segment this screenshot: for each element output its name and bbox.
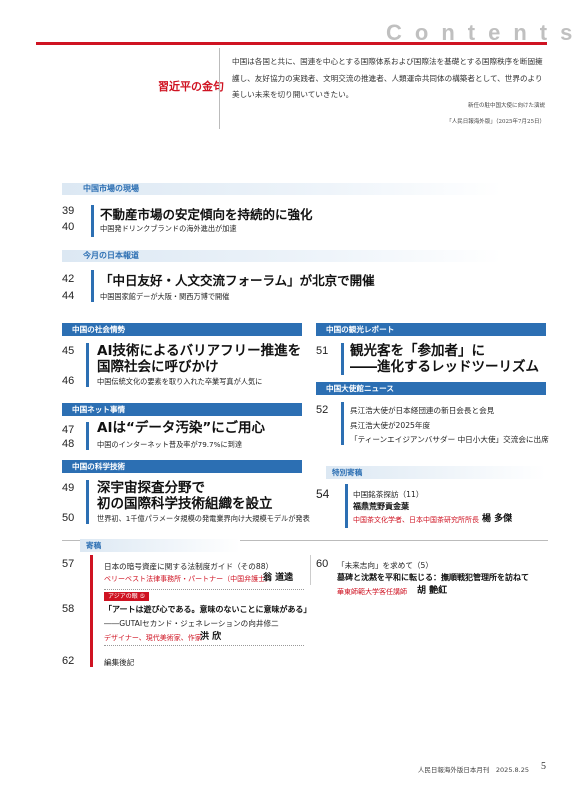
article-title[interactable]: AIは“データ汚染”にご用心 [97,420,265,436]
author-role: ベリーベスト法律事務所・パートナー（中国弁護士） [104,575,273,583]
page-number: 46 [62,375,75,387]
item-bar [91,205,94,237]
footer-publication: 人民日報海外版日本月刊 2025.8.25 [417,766,529,774]
quote-label: 習近平の金句 [158,80,224,93]
page-number: 44 [62,290,75,302]
section-label-science: 中国の科学技術 [62,460,302,473]
article-title[interactable]: 中国銘茶探訪（11） [353,490,424,499]
article-title-line2[interactable]: ――進化するレッドツーリズム [350,359,539,375]
page-number: 58 [62,603,75,615]
item-bar [86,422,89,450]
article-title-line2[interactable]: 墓碑と沈黙を平和に転じる：撫順戦犯管理所を訪ねて [337,573,529,582]
section-divider [62,540,548,541]
quote-source-1: 新任の駐中国大使に向けた演説 [467,103,545,109]
item-bar [86,343,89,387]
article-title[interactable]: 不動産市場の安定傾向を持続的に強化 [100,207,313,222]
column-divider [310,555,311,585]
page-number: 60 [316,558,329,570]
item-bar [86,480,89,524]
page-number: 39 [62,205,75,217]
author-role: 華東師範大学客任講師 [337,588,407,596]
article-title[interactable]: AI技術によるバリアフリー推進を [97,343,302,359]
section-bar-market [62,183,502,195]
section-label-japan: 今月の日本報道 [83,251,139,260]
page-number: 49 [62,482,75,494]
header-rule [36,42,547,45]
page-number: 57 [62,558,75,570]
page-number: 40 [62,221,75,233]
series-tag: アジアの眼 ⑤ [104,592,150,601]
item-bar [341,343,344,375]
article-title[interactable]: 日本の暗号資産に関する法制度ガイド（その88） [104,562,274,571]
article-title-line3[interactable]: 「ティーンエイジアンバサダー 中日小大使」交流会に出席 [350,435,549,444]
article-title[interactable]: 中国のインターネット普及率が79.7%に到達 [97,440,243,449]
page-number: 54 [316,487,330,501]
article-title-line2[interactable]: 呉江浩大使が2025年度 [350,421,431,430]
article-title[interactable]: 深宇宙探査分野で [97,480,205,496]
article-title-line2[interactable]: 初の国際科学技術組織を設立 [97,496,273,512]
section-label-society: 中国の社会情勢 [62,323,302,336]
quote-box [219,48,549,129]
item-bar [91,270,94,302]
article-title[interactable]: 「未来志向」を求めて（5） [337,561,433,570]
article-title[interactable]: 中国国家館デーが大阪・関西万博で開催 [100,292,230,301]
item-bar [341,402,344,445]
section-label-special: 特別寄稿 [326,466,546,479]
author-name: 洪 欣 [200,632,222,642]
page-number: 45 [62,345,75,357]
contents-title: Contents [386,20,581,45]
section-label-embassy: 中国大使館ニュース [316,382,546,395]
article-title[interactable]: 中国伝統文化の要素を取り入れた卒業写真が人気に [97,377,263,386]
section-label-net: 中国ネット事情 [62,403,302,416]
author-role: 中国茶文化学者、日本中国茶研究所所長 [353,516,479,524]
page-number: 47 [62,424,75,436]
item-separator [104,589,304,590]
section-label-tourism: 中国の観光レポート [316,323,546,336]
article-title[interactable]: 「中日友好・人文交流フォーラム」が北京で開催 [100,273,375,288]
author-name: 翁 道逵 [263,573,294,583]
page-number: 52 [316,404,329,416]
author-role: デザイナー、現代美術家、作家 [104,634,202,642]
article-title-line2[interactable]: ――GUTAIセカンド・ジェネレーションの向井修二 [104,619,279,628]
article-title[interactable]: 世界初、1千億パラメータ規模の発電業界向け大規模モデルが発表 [97,514,310,523]
article-title-line2[interactable]: 国際社会に呼びかけ [97,359,219,375]
page-number: 62 [62,655,75,667]
article-title[interactable]: 編集後記 [104,658,135,667]
quote-source-2: 「人民日報海外版」（2025年7月25日） [446,119,545,125]
contrib-bar [90,555,93,667]
article-title[interactable]: 観光客を「参加者」に [350,343,485,359]
page-number: 48 [62,438,75,450]
item-separator [104,645,304,646]
article-title[interactable]: 呉江浩大使が日本経団連の新日会長と会見 [350,406,495,415]
author-name: 胡 艶紅 [417,586,448,596]
article-title-line2[interactable]: 福鼎荒野貢金葉 [353,502,409,511]
quote-text: 中国は各国と共に、国連を中心とする国際体系および国際法を基礎とする国際秩序を断固… [232,57,543,99]
page-number: 50 [62,512,75,524]
folio: 5 [541,761,546,772]
section-label-market: 中国市場の現場 [83,184,139,193]
section-bar-japan [62,250,502,262]
article-title[interactable]: 中国発ドリンクブランドの海外進出が加速 [100,224,237,233]
section-label-contrib: 寄稿 [80,539,240,552]
item-bar [345,484,348,528]
page-number: 51 [316,345,329,357]
article-title[interactable]: 「アートは遊び心である。意味のないことに意味がある」 [104,605,312,614]
author-name: 楊 多傑 [482,514,513,524]
page-number: 42 [62,273,75,285]
